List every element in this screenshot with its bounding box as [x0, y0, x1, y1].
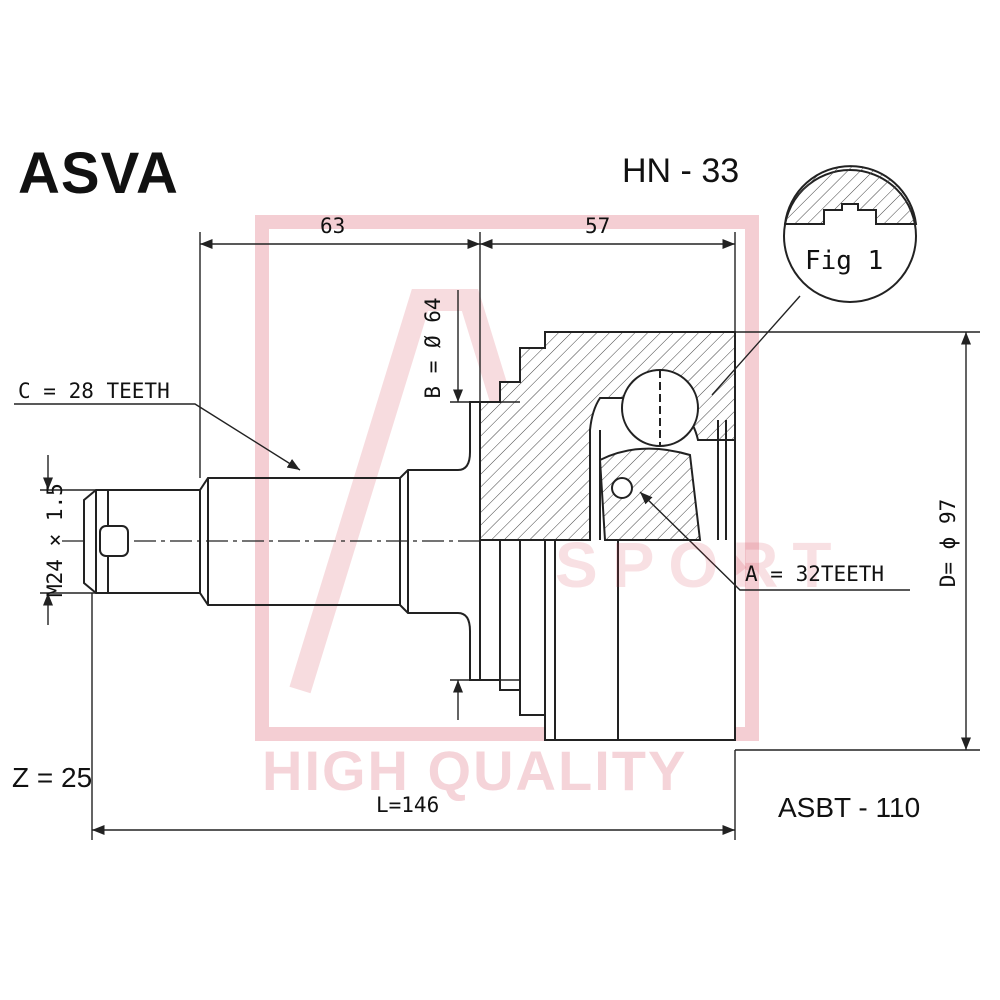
catalog-code: ASBT - 110	[778, 792, 921, 823]
brand-logo-text: ASVA	[18, 141, 179, 206]
housing-diameter: D= ϕ 97	[936, 498, 960, 588]
outer-spline-teeth: C = 28 TEETH	[18, 379, 170, 403]
watermark-high-quality: HIGH QUALITY	[262, 739, 688, 802]
ball-small	[611, 477, 633, 499]
shaft-diameter: B = Ø 64	[421, 297, 445, 399]
part-code: HN - 33	[622, 152, 740, 190]
fig1-detail	[783, 165, 918, 303]
inner-race	[598, 369, 702, 541]
inner-spline-teeth: A = 32TEETH	[745, 562, 885, 586]
threaded-end	[83, 489, 129, 594]
dimension-lines	[14, 232, 980, 840]
spline-shaft	[108, 401, 480, 681]
fig1-label: Fig 1	[805, 246, 884, 276]
total-length: L=146	[376, 793, 440, 817]
thread-size: M24 × 1.5	[43, 483, 67, 597]
dimension-57: 57	[585, 214, 611, 238]
watermark-sport: SPORT	[555, 529, 846, 601]
dimension-63: 63	[320, 214, 346, 238]
abs-ring-teeth: Z = 25	[12, 762, 93, 793]
